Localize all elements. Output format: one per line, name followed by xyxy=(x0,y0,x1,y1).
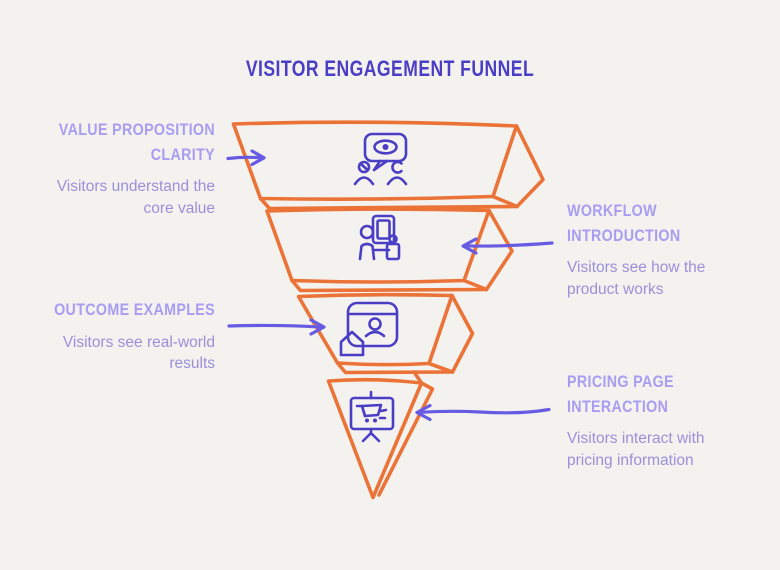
funnel-tier-3 xyxy=(296,292,475,375)
stage-1-arrow xyxy=(226,149,266,167)
pricing-presentation-cart-icon xyxy=(349,390,395,443)
stage-2-arrow xyxy=(461,237,554,255)
stage-3-arrow xyxy=(227,318,326,336)
stage-1-label: VALUE PROPOSITION CLARITY Visitors under… xyxy=(20,118,215,220)
stage-3-description: Visitors see real-world results xyxy=(62,333,215,373)
stage-3-label: OUTCOME EXAMPLES Visitors see real-world… xyxy=(20,298,215,375)
profile-home-window-icon xyxy=(339,301,399,357)
stage-4-arrow xyxy=(415,403,551,422)
product-demo-icon xyxy=(358,214,401,261)
funnel-tier-1 xyxy=(231,120,545,211)
stage-4-label: PRICING PAGE INTERACTION Visitors intera… xyxy=(567,370,737,472)
stage-4-heading: PRICING PAGE INTERACTION xyxy=(567,372,674,416)
stage-2-label: WORKFLOW INTRODUCTION Visitors see how t… xyxy=(567,199,737,301)
funnel-tier-4 xyxy=(326,370,435,500)
stage-2-description: Visitors see how the product works xyxy=(567,259,706,298)
stage-1-description: Visitors understand the core value xyxy=(56,178,215,217)
stage-1-heading: VALUE PROPOSITION CLARITY xyxy=(58,120,216,164)
stage-3-heading: OUTCOME EXAMPLES xyxy=(54,300,215,319)
page-title: VISITOR ENGAGEMENT FUNNEL xyxy=(245,56,535,81)
visibility-audience-icon xyxy=(353,132,408,186)
stage-2-heading: WORKFLOW INTRODUCTION xyxy=(567,201,681,245)
stage-4-description: Visitors interact with pricing informati… xyxy=(567,430,705,469)
